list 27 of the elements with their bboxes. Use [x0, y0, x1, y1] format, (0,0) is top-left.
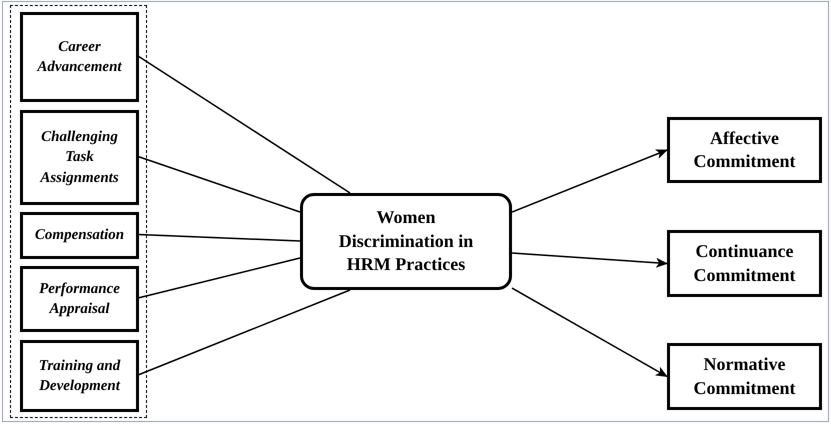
practice-box [20, 266, 139, 332]
box-label: Training and Development [38, 356, 122, 396]
outcome-box [667, 230, 822, 297]
arrow [512, 287, 668, 378]
box-label: Career Advancement [36, 38, 123, 77]
connector-line [138, 156, 300, 213]
outcome-box [667, 343, 822, 410]
box-label: Performance Appraisal [38, 280, 121, 319]
practice-box [20, 12, 139, 102]
connector-line [138, 257, 300, 299]
box-label: Continuance Commitment [692, 240, 796, 286]
connector-line [138, 234, 300, 242]
practice-box [20, 212, 139, 259]
practice-box [20, 340, 139, 412]
box-label: Challenging Task Assignments [38, 128, 120, 188]
outcome-box [667, 117, 822, 183]
box-label: Normative Commitment [692, 353, 796, 400]
box-label: Compensation [34, 226, 124, 246]
connector-line [138, 289, 350, 376]
arrow [512, 252, 668, 268]
practice-box [20, 110, 139, 205]
group-frame [10, 5, 147, 418]
arrow [512, 149, 668, 213]
box-label: Affective Commitment [692, 126, 796, 173]
central-box [300, 193, 512, 290]
connector-line [138, 55, 350, 194]
box-label: Women Discrimination in HRM Practices [338, 206, 474, 276]
